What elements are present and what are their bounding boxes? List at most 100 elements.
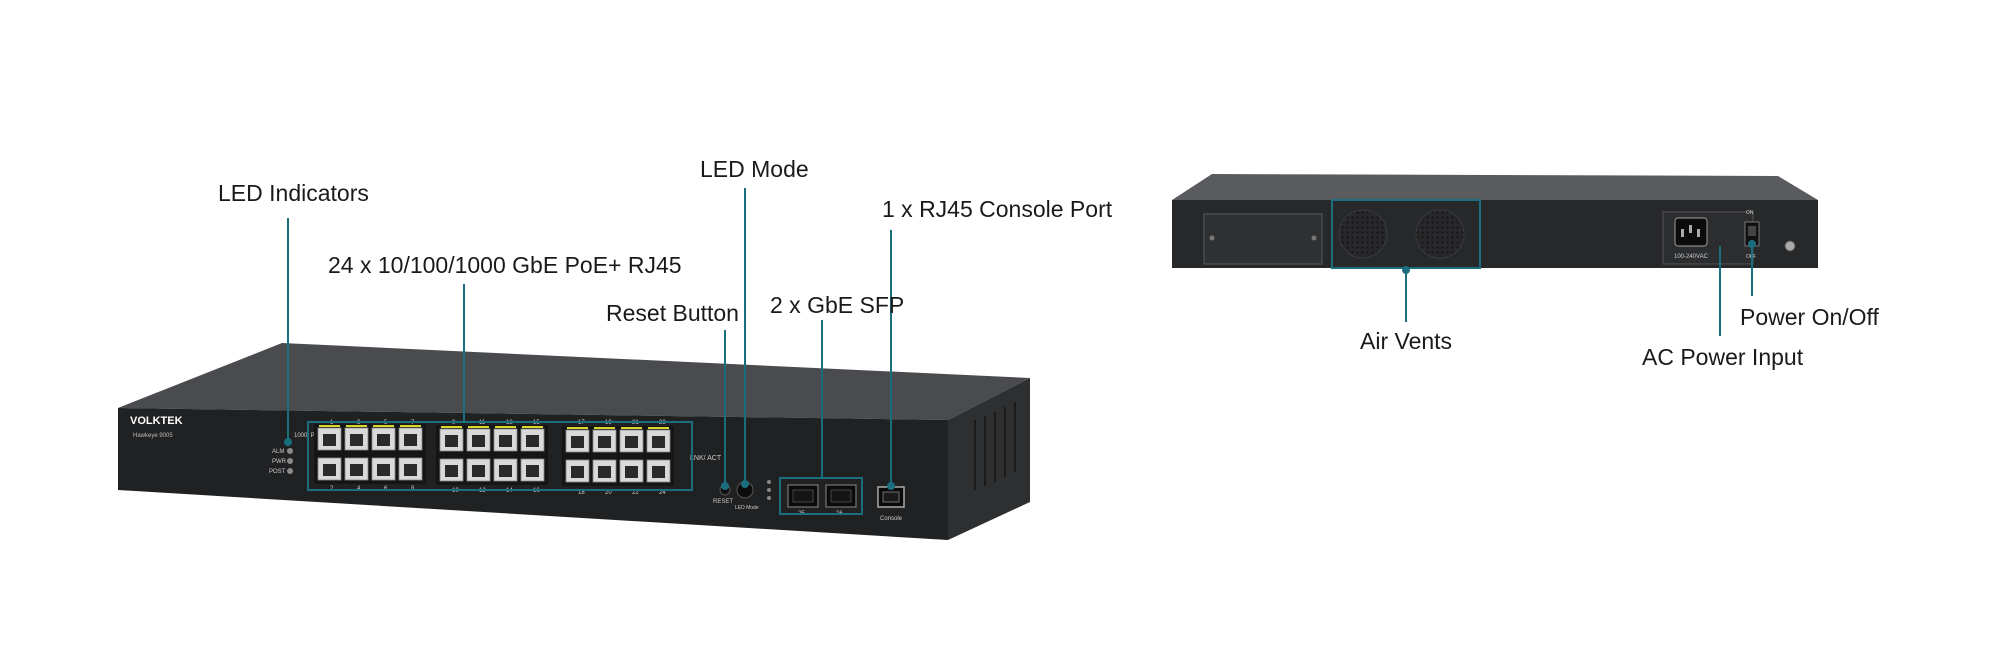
rj45-port-opening — [499, 435, 512, 447]
air-vents — [1338, 209, 1465, 259]
led-post — [287, 468, 293, 474]
rj45-port-opening — [350, 434, 363, 446]
power-switch-rocker — [1748, 226, 1756, 236]
vent-right — [1415, 209, 1465, 259]
rj45-port-opening — [571, 436, 584, 448]
port-led-strip — [400, 425, 421, 427]
chassis-top — [118, 343, 1030, 420]
leader-dot — [1402, 266, 1410, 274]
ac-pin — [1697, 229, 1700, 237]
switch-on-label: ON — [1746, 210, 1754, 216]
rj45-port-opening — [625, 466, 638, 478]
port-number: 24 — [659, 490, 666, 496]
leader-dot — [1748, 240, 1756, 248]
chassis-side — [948, 378, 1030, 540]
rj45-port-opening — [571, 466, 584, 478]
rj45-port-opening — [598, 466, 611, 478]
port-number: 18 — [578, 490, 585, 496]
sfp-port-25-inner — [792, 489, 814, 503]
console-label: Console — [880, 516, 903, 522]
callout-reset-button: Reset Button — [606, 300, 739, 326]
cover-plate — [1203, 213, 1323, 265]
rear-callout-highlights — [1331, 199, 1756, 336]
rj45-port-opening — [445, 435, 458, 447]
port-led-strip — [648, 427, 669, 429]
rj45-port-opening — [404, 464, 417, 476]
port-led-strip — [373, 425, 394, 427]
screw — [1311, 235, 1317, 241]
rj45-port-opening — [377, 464, 390, 476]
led-mode-label: LED Mode — [735, 505, 759, 511]
rj45-port-opening — [499, 465, 512, 477]
ac-pin — [1681, 229, 1684, 237]
port-number: 22 — [632, 490, 639, 496]
front-switch: VOLKTEK Hawkeye 9005 1000/ PoE ALM PWR P… — [118, 188, 1030, 540]
port-led-strip — [346, 425, 367, 427]
led-label-post: POST — [269, 469, 286, 475]
ac-power-input[interactable] — [1674, 217, 1708, 247]
rj45-port-opening — [472, 435, 485, 447]
rj45-port-opening — [350, 464, 363, 476]
lnk-act-label: LNK/ ACT — [690, 455, 722, 462]
console-port-inner — [882, 491, 900, 503]
leader-dot — [284, 438, 292, 446]
leader-dot — [721, 482, 729, 490]
vent-left — [1338, 209, 1388, 259]
rear-switch: 100-240VAC ON OFF — [1172, 174, 1818, 336]
port-led-strip — [594, 427, 615, 429]
rj45-port-opening — [472, 465, 485, 477]
model-name: Hawkeye 9005 — [133, 433, 173, 439]
rj45-port-opening — [323, 464, 336, 476]
port-led-strip — [468, 426, 489, 428]
leader-dot — [741, 480, 749, 488]
sfp-ports: 25 26 — [787, 484, 857, 517]
led-label-pwr: PWR — [272, 459, 287, 465]
rj45-port-opening — [377, 434, 390, 446]
ac-pin — [1689, 225, 1692, 233]
callout-led-mode: LED Mode — [700, 156, 809, 182]
rj45-port-opening — [652, 436, 665, 448]
led-alm — [287, 448, 293, 454]
led-label-alm: ALM — [272, 449, 284, 455]
rj45-port-opening — [404, 434, 417, 446]
port-led-strip — [441, 426, 462, 428]
reset-label: RESET — [713, 499, 733, 505]
side-vents — [974, 402, 1016, 490]
rj45-port-opening — [625, 436, 638, 448]
console-port-group: Console — [877, 486, 905, 522]
port-led-strip — [621, 427, 642, 429]
power-rating-label: 100-240VAC — [1674, 254, 1709, 260]
port-led-strip — [522, 426, 543, 428]
rj45-highlight-box — [307, 421, 693, 491]
port-led-strip — [495, 426, 516, 428]
callout-air-vents: Air Vents — [1360, 328, 1453, 354]
port-number: 20 — [605, 490, 612, 496]
sfp-port-26-inner — [830, 489, 852, 503]
port-led-strip — [319, 425, 340, 427]
callout-rj45-ports: 24 x 10/100/1000 GbE PoE+ RJ45 — [328, 252, 682, 278]
ground-screw-icon — [1784, 240, 1796, 252]
led-small — [767, 496, 771, 500]
led-small — [767, 480, 771, 484]
rj45-port-opening — [526, 465, 539, 477]
callout-power-on-off: Power On/Off — [1740, 304, 1879, 330]
rj45-port-opening — [652, 466, 665, 478]
rj45-port-opening — [445, 465, 458, 477]
brand-logo: VOLKTEK — [130, 415, 183, 427]
rj45-port-opening — [323, 434, 336, 446]
callout-led-indicators: LED Indicators — [218, 180, 369, 206]
led-pwr — [287, 458, 293, 464]
rj45-port-opening — [526, 435, 539, 447]
leader-dot — [887, 482, 895, 490]
rj45-ports — [314, 424, 674, 486]
rear-chassis-top — [1172, 174, 1818, 200]
callout-highlights — [284, 188, 895, 515]
led-small — [767, 488, 771, 492]
rj45-port-opening — [598, 436, 611, 448]
callout-console-port: 1 x RJ45 Console Port — [882, 196, 1113, 222]
callout-ac-power-input: AC Power Input — [1642, 344, 1804, 370]
port-led-strip — [567, 427, 588, 429]
screw — [1209, 235, 1215, 241]
callout-sfp: 2 x GbE SFP — [770, 292, 905, 318]
